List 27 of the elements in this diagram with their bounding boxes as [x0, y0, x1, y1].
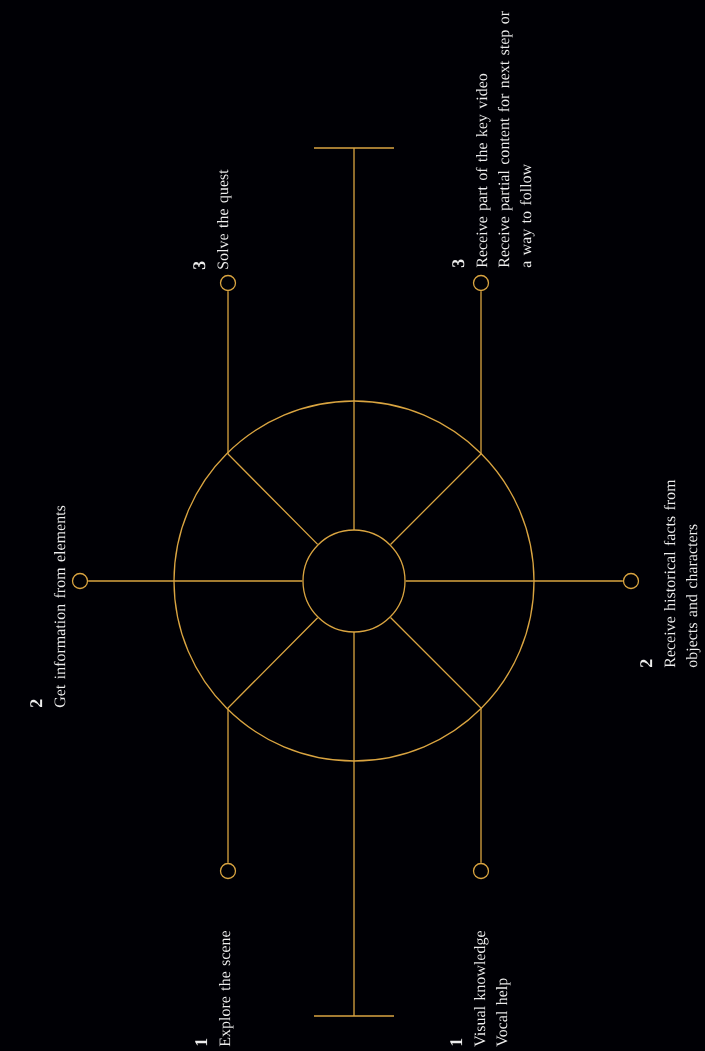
end-circle	[219, 274, 237, 292]
step-number: 1	[450, 1038, 463, 1046]
end-circle	[622, 572, 640, 590]
step-number: 2	[640, 659, 653, 668]
connector-line	[389, 616, 482, 864]
connector-line	[405, 580, 624, 582]
step-text: Visual knowledge	[474, 931, 489, 1047]
connector-line	[389, 290, 482, 546]
step-number: 1	[195, 1038, 208, 1046]
step-text: Receive historical facts from objects and characters	[663, 479, 701, 668]
step-text: Solve the quest	[217, 169, 232, 269]
step-text: Explore the scene	[219, 930, 234, 1047]
step-number: 3	[452, 259, 465, 268]
end-circle	[219, 862, 237, 880]
step-text: Vocal help	[496, 978, 511, 1047]
end-circle	[472, 274, 490, 292]
step-text: Get information from elements	[53, 505, 66, 708]
end-circle	[71, 572, 89, 590]
step-text: Receive partial content for next step or a way to follow	[497, 11, 535, 268]
step-text: Receive part of the key video	[475, 73, 491, 268]
connector-line	[227, 617, 319, 864]
hub-circle	[302, 529, 406, 633]
step-number: 3	[193, 261, 206, 270]
connector-line	[227, 290, 319, 545]
connector-line	[87, 580, 303, 582]
step-number: 2	[30, 699, 43, 708]
end-circle	[472, 862, 490, 880]
